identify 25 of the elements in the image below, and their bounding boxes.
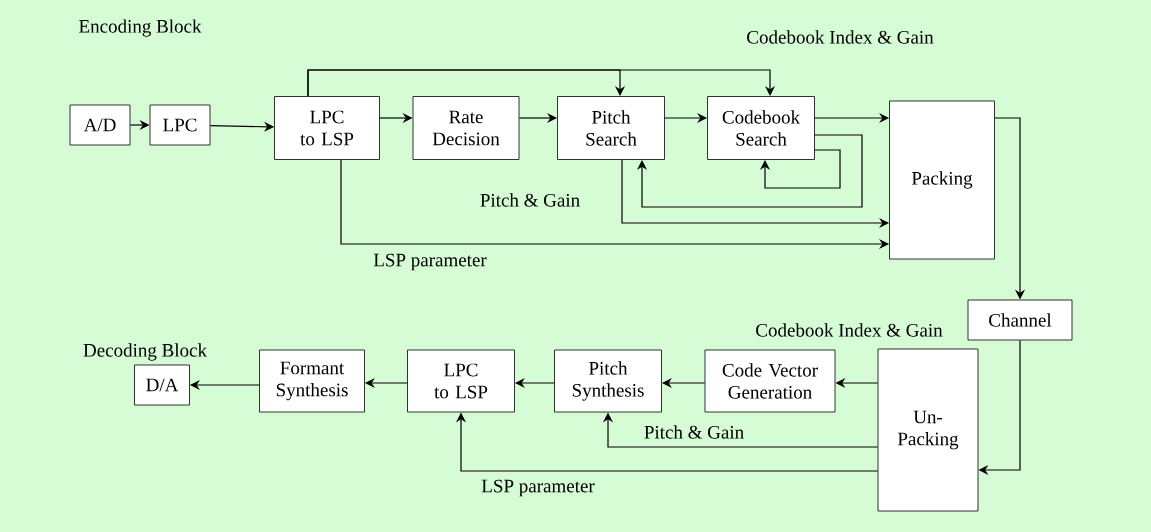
process-box: Pitch Synthesis (554, 349, 662, 413)
text-label: Pitch & Gain (480, 193, 580, 207)
text-label: LSP parameter (481, 479, 595, 497)
arrow (307, 69, 776, 97)
process-box: Formant Synthesis (259, 349, 365, 413)
process-box: Pitch Search (557, 96, 665, 160)
text-label: LSP parameter (373, 253, 487, 271)
arrow (636, 134, 863, 208)
arrow (759, 149, 841, 189)
text-label: Encoding Block (79, 19, 202, 37)
process-box: LPC (149, 104, 211, 146)
text-label: Pitch & Gain (644, 425, 744, 439)
process-box: Packing (889, 100, 995, 260)
process-box: Channel (967, 299, 1073, 341)
text-label: Codebook Index & Gain (756, 323, 943, 337)
process-box: A/D (69, 104, 131, 146)
process-box: LPC to LSP (407, 349, 515, 413)
process-box: Un-Packing (877, 348, 979, 512)
process-box: Code Vector Generation (704, 349, 836, 413)
text-label: Codebook Index & Gain (747, 30, 934, 44)
process-box: D/A (134, 364, 190, 406)
process-box: LPC to LSP (274, 96, 380, 160)
process-box: Codebook Search (707, 96, 815, 160)
process-box: Rate Decision (412, 96, 520, 160)
text-label: Decoding Block (83, 343, 207, 361)
